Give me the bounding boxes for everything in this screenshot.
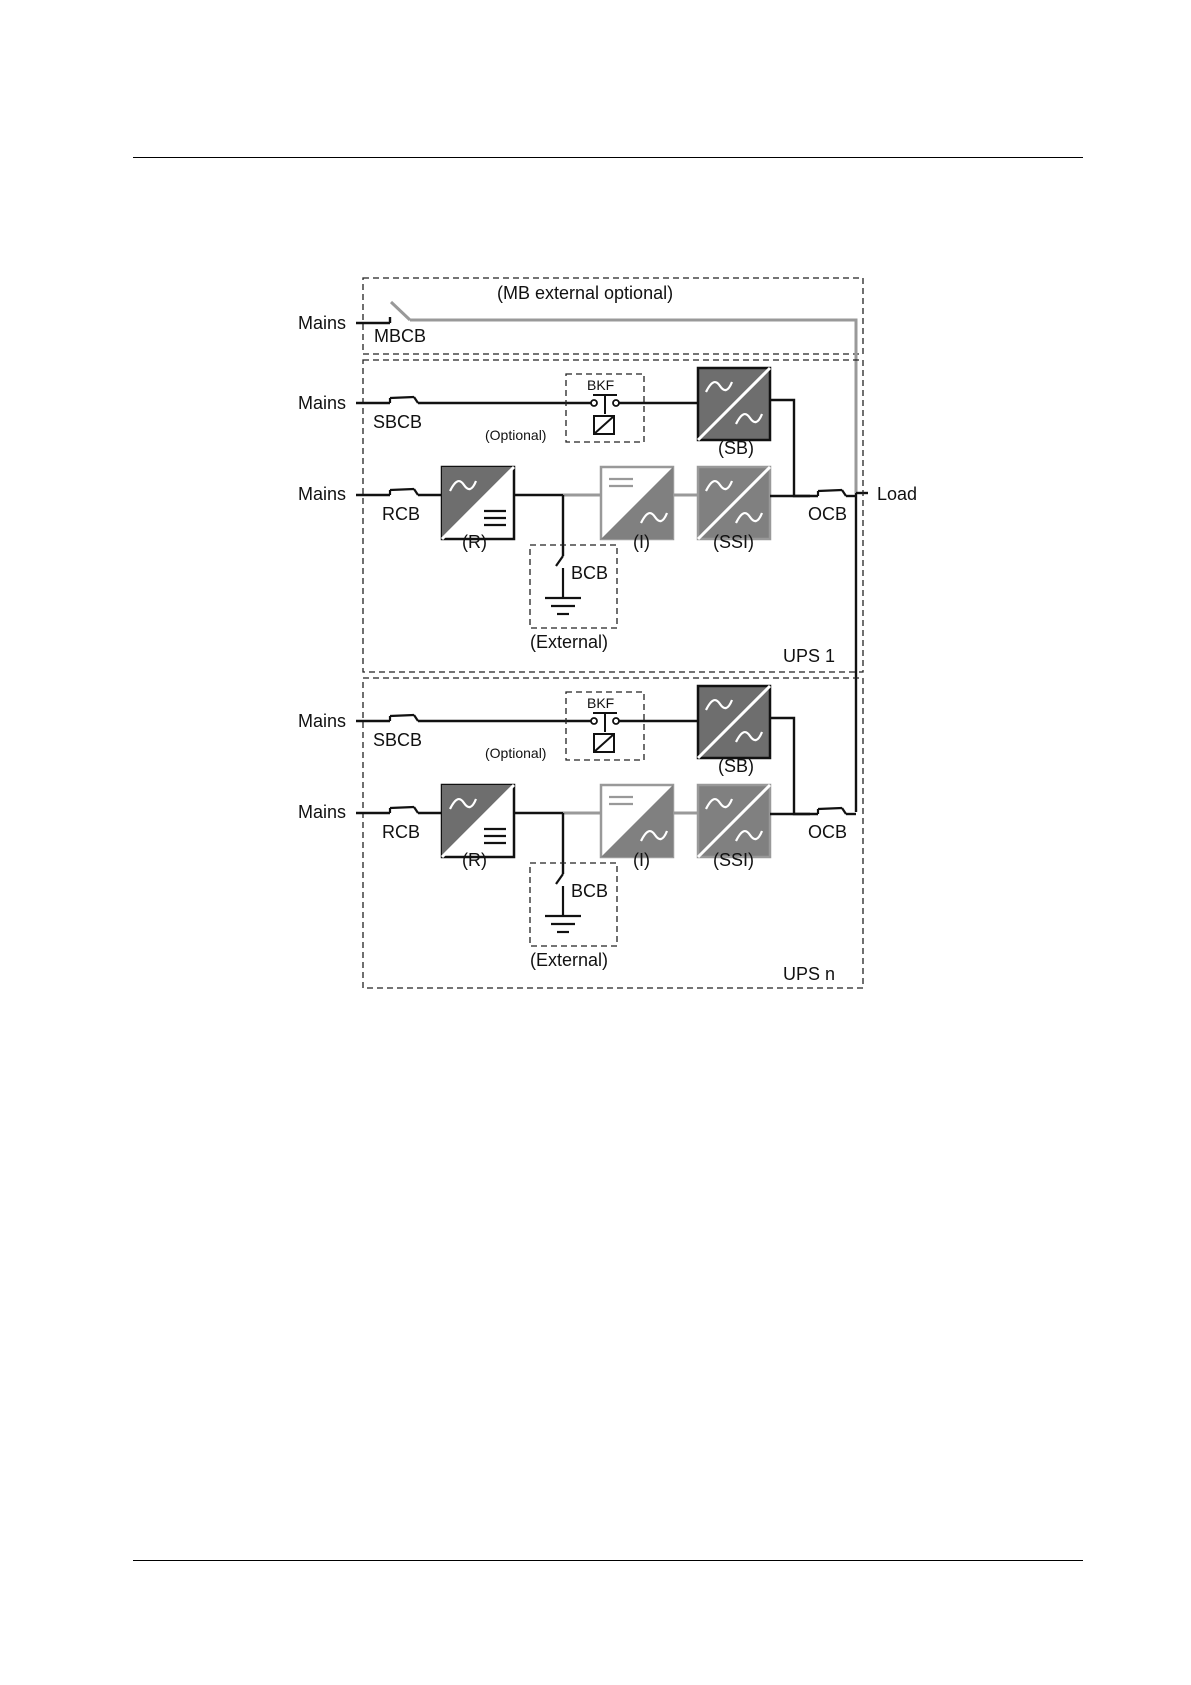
ocb-breaker-icon <box>818 490 846 496</box>
bcb-label: BCB <box>571 563 608 583</box>
rcb-breaker-icon <box>390 489 418 495</box>
ocb-breaker-icon <box>818 808 846 814</box>
static-bypass-block-icon <box>698 368 770 440</box>
battery-dashed-box <box>530 545 617 628</box>
ups-label: UPS n <box>783 964 835 984</box>
inverter-label: (I) <box>633 532 650 552</box>
sb-label: (SB) <box>718 438 754 458</box>
inverter-block-icon <box>601 785 673 857</box>
rectifier-label: (R) <box>462 532 487 552</box>
sb-output-wire <box>770 400 810 496</box>
ocb-label: OCB <box>808 504 847 524</box>
backfeed-relay-icon <box>591 713 619 752</box>
ssi-label: (SSI) <box>713 532 754 552</box>
sbcb-breaker-icon <box>390 715 418 721</box>
mb-mains-label: Mains <box>298 313 346 333</box>
ups-section-2: UPS nMainsSBCBBKF(Optional)(SB)MainsRCB(… <box>298 678 863 988</box>
ups-label: UPS 1 <box>783 646 835 666</box>
ocb-label: OCB <box>808 822 847 842</box>
sb-label: (SB) <box>718 756 754 776</box>
optional-label: (Optional) <box>485 745 546 761</box>
bkf-label: BKF <box>587 377 614 393</box>
sb-output-wire <box>770 718 810 814</box>
sbcb-label: SBCB <box>373 412 422 432</box>
rcb-label: RCB <box>382 504 420 524</box>
external-label: (External) <box>530 950 608 970</box>
optional-label: (Optional) <box>485 427 546 443</box>
output-bus: Load <box>856 484 917 812</box>
load-label: Load <box>877 484 917 504</box>
rectifier-block-icon <box>442 785 514 857</box>
mbcb-switch-blade <box>391 302 410 320</box>
ups-sections: UPS 1MainsSBCBBKF(Optional)(SB)MainsRCB(… <box>298 360 863 988</box>
ups-section-1: UPS 1MainsSBCBBKF(Optional)(SB)MainsRCB(… <box>298 360 863 672</box>
backfeed-relay-icon <box>591 395 619 434</box>
ssi-block-icon <box>698 467 770 539</box>
battery-dashed-box <box>530 863 617 946</box>
rcb-breaker-icon <box>390 807 418 813</box>
bcb-label: BCB <box>571 881 608 901</box>
mbcb-label: MBCB <box>374 326 426 346</box>
sbcb-label: SBCB <box>373 730 422 750</box>
ssi-label: (SSI) <box>713 850 754 870</box>
inverter-label: (I) <box>633 850 650 870</box>
bkf-label: BKF <box>587 695 614 711</box>
static-bypass-block-icon <box>698 686 770 758</box>
rectifier-mains-label: Mains <box>298 802 346 822</box>
rcb-label: RCB <box>382 822 420 842</box>
bypass-mains-label: Mains <box>298 393 346 413</box>
external-label: (External) <box>530 632 608 652</box>
rectifier-mains-label: Mains <box>298 484 346 504</box>
rectifier-block-icon <box>442 467 514 539</box>
manual-bypass-section: (MB external optional) Mains MBCB <box>298 278 863 493</box>
inverter-block-icon <box>601 467 673 539</box>
mb-box-label: (MB external optional) <box>497 283 673 303</box>
bypass-mains-label: Mains <box>298 711 346 731</box>
ssi-block-icon <box>698 785 770 857</box>
rectifier-label: (R) <box>462 850 487 870</box>
sbcb-breaker-icon <box>390 397 418 403</box>
